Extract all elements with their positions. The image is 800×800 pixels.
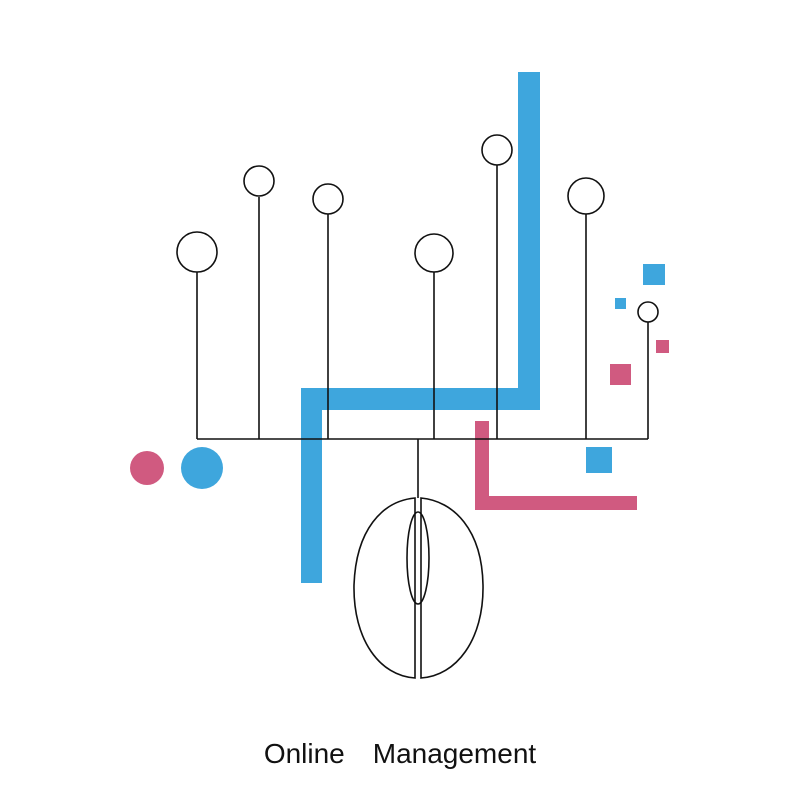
blue-square-large bbox=[643, 264, 665, 285]
pink-dot bbox=[130, 451, 164, 485]
pink-square-small bbox=[656, 340, 669, 353]
blue-dot bbox=[181, 447, 223, 489]
node-circle-4 bbox=[414, 233, 454, 273]
blue-square-bottom bbox=[586, 447, 612, 473]
mouse-scroll-wheel bbox=[406, 511, 430, 605]
node-circle-2 bbox=[243, 165, 275, 197]
mouse-right-shell bbox=[420, 497, 484, 679]
node-circle-6 bbox=[567, 177, 605, 215]
node-circle-5 bbox=[481, 134, 513, 166]
caption: Online Management bbox=[0, 732, 800, 776]
mouse-left-shell bbox=[353, 497, 416, 679]
node-circle-1 bbox=[176, 231, 218, 273]
caption-word-online: Online bbox=[263, 738, 345, 769]
node-circle-3 bbox=[312, 183, 344, 215]
computer-mouse-icon bbox=[353, 497, 484, 679]
caption-word-management: Management bbox=[372, 738, 537, 769]
pink-circuit-trace bbox=[475, 421, 637, 510]
blue-square-small bbox=[615, 298, 626, 309]
node-circle-7 bbox=[637, 301, 659, 323]
pink-square-medium bbox=[610, 364, 631, 385]
circuit-tree-icon bbox=[176, 134, 659, 498]
